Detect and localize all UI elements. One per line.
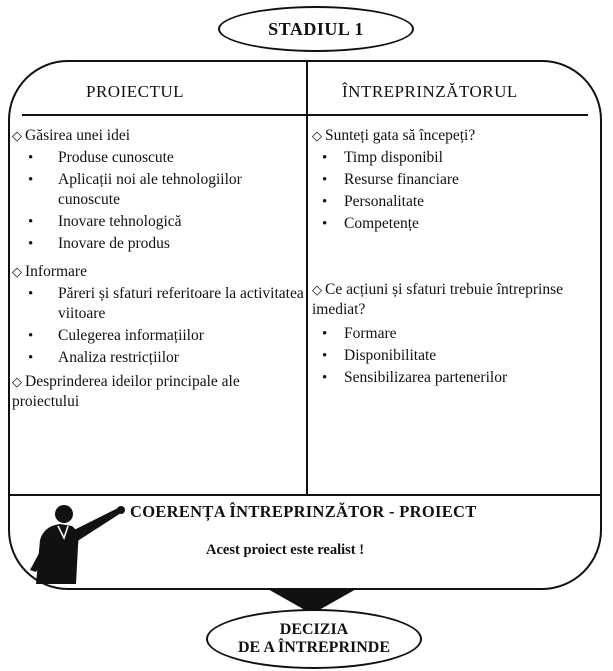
presenter-pointing-icon xyxy=(30,505,125,584)
list-item: •Analiza restricțiilor xyxy=(28,349,179,366)
left-section-2-title: ◇Informare xyxy=(12,263,87,280)
header-divider xyxy=(22,114,588,116)
left-section-1-list: •Produse cunoscute •Aplicații noi ale te… xyxy=(12,148,302,256)
bullet-icon: • xyxy=(28,214,34,230)
column-title-entrepreneur: ÎNTREPRINZĂTORUL xyxy=(342,82,518,101)
diamond-icon: ◇ xyxy=(12,374,22,389)
right-section-2-list: •Formare •Disponibilitate •Sensibilizare… xyxy=(318,324,600,390)
list-item: •Disponibilitate xyxy=(322,347,437,364)
bullet-icon: • xyxy=(28,172,34,188)
diamond-icon: ◇ xyxy=(12,128,22,143)
list-item: •Sensibilizarea partenerilor xyxy=(322,369,508,386)
right-section-1-list: •Timp disponibil •Resurse financiare •Pe… xyxy=(318,148,596,236)
bullet-icon: • xyxy=(28,236,34,252)
list-item: •Resurse financiare xyxy=(322,171,459,188)
bullet-icon: • xyxy=(28,286,34,302)
decision-oval: DECIZIA DE A ÎNTREPRINDE xyxy=(206,609,422,669)
list-item: •Păreri și sfaturi referitoare la activi… xyxy=(28,285,304,322)
stage-title: STADIUL 1 xyxy=(268,18,364,39)
diamond-icon: ◇ xyxy=(12,264,22,279)
list-item: •Timp disponibil xyxy=(322,149,443,166)
left-section-3-title: ◇Desprinderea ideilor principale ale pro… xyxy=(12,373,240,410)
bullet-icon: • xyxy=(322,172,328,188)
diamond-icon: ◇ xyxy=(312,282,322,297)
left-section-1-title: ◇Găsirea unei idei xyxy=(12,127,131,144)
list-item: •Personalitate xyxy=(322,193,425,210)
list-item: •Competențe xyxy=(322,215,419,232)
list-item: •Aplicații noi ale tehnologiilor cunoscu… xyxy=(28,171,242,208)
list-item: •Formare xyxy=(322,325,397,342)
decision-line-1: DECIZIA xyxy=(279,621,349,638)
decision-text: DECIZIA DE A ÎNTREPRINDE xyxy=(238,621,390,657)
list-item: •Inovare de produs xyxy=(28,235,170,252)
bullet-icon: • xyxy=(322,216,328,232)
bullet-icon: • xyxy=(322,150,328,166)
list-item: •Produse cunoscute xyxy=(28,149,174,166)
left-section-2-list: •Păreri și sfaturi referitoare la activi… xyxy=(12,284,306,370)
coherence-title: COERENȚA ÎNTREPRINZĂTOR - PROIECT xyxy=(130,502,477,521)
right-section-1-title: ◇Sunteți gata să începeți? xyxy=(312,127,476,144)
right-section-2-title: ◇Ce acțiuni și sfaturi trebuie întreprin… xyxy=(312,281,564,318)
coherence-subtitle: Acest proiect este realist ! xyxy=(206,542,365,558)
diamond-icon: ◇ xyxy=(312,128,322,143)
bullet-icon: • xyxy=(28,150,34,166)
column-title-project: PROIECTUL xyxy=(86,82,184,101)
bullet-icon: • xyxy=(322,194,328,210)
column-divider xyxy=(306,62,308,494)
list-item: •Culegerea informațiilor xyxy=(28,327,204,344)
bullet-icon: • xyxy=(28,328,34,344)
list-item: •Inovare tehnologică xyxy=(28,213,182,230)
decision-line-2: DE A ÎNTREPRINDE xyxy=(237,639,391,656)
stage-title-oval: STADIUL 1 xyxy=(218,6,414,52)
bullet-icon: • xyxy=(322,326,328,342)
coherence-divider xyxy=(10,494,600,496)
bullet-icon: • xyxy=(322,348,328,364)
bullet-icon: • xyxy=(28,350,34,366)
bullet-icon: • xyxy=(322,370,328,386)
